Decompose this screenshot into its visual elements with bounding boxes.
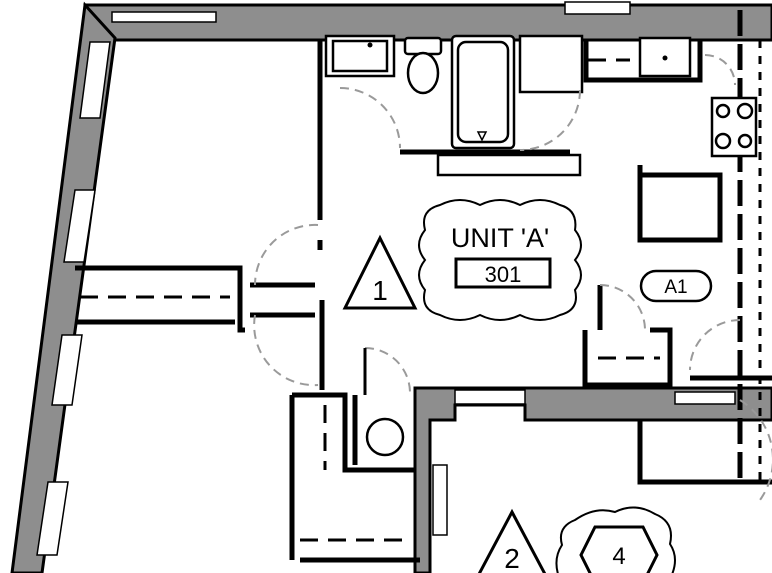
water-heater <box>365 417 405 457</box>
kitchen-fixtures <box>583 36 758 158</box>
type-tag-label: A1 <box>664 277 687 298</box>
room-tag-1-label: 1 <box>372 275 388 306</box>
window-top-left <box>111 11 217 23</box>
room-tag-2-label: 2 <box>504 543 520 573</box>
window-top-right <box>564 1 631 15</box>
exterior-walls <box>10 1 772 573</box>
corridor-window <box>454 389 526 405</box>
washer <box>518 34 584 94</box>
left-wall <box>10 1 117 573</box>
toilet-bowl <box>406 51 440 95</box>
bedroom-closet <box>75 265 315 333</box>
room-tag-1: 1 <box>342 234 418 310</box>
triangle-icon <box>477 508 547 573</box>
room-tag-4: 4 <box>555 506 676 573</box>
unit-tag: UNIT 'A' 301 <box>418 199 582 321</box>
partitions <box>289 10 772 563</box>
window-left-4 <box>36 481 69 556</box>
window-left-1 <box>79 41 111 119</box>
hexagon-icon <box>579 525 659 573</box>
type-tag-oval <box>639 269 713 303</box>
unit-number-box <box>454 257 552 289</box>
toilet-tank <box>403 36 443 56</box>
door-swings <box>253 87 772 542</box>
type-tag: A1 <box>639 269 713 303</box>
vanity-shelf <box>436 153 582 177</box>
bathroom-fixtures <box>324 34 584 177</box>
room-tag-4-label: 4 <box>612 543 625 570</box>
side-window <box>432 464 448 536</box>
triangle-icon <box>342 234 418 310</box>
window-left-3 <box>51 334 83 406</box>
corridor-window-2 <box>674 391 736 405</box>
unit-number: 301 <box>485 262 522 287</box>
corridor-wall <box>413 386 772 573</box>
room-tag-2: 2 <box>477 508 547 573</box>
window-left-2 <box>63 189 96 263</box>
unit-name: UNIT 'A' <box>451 223 549 253</box>
